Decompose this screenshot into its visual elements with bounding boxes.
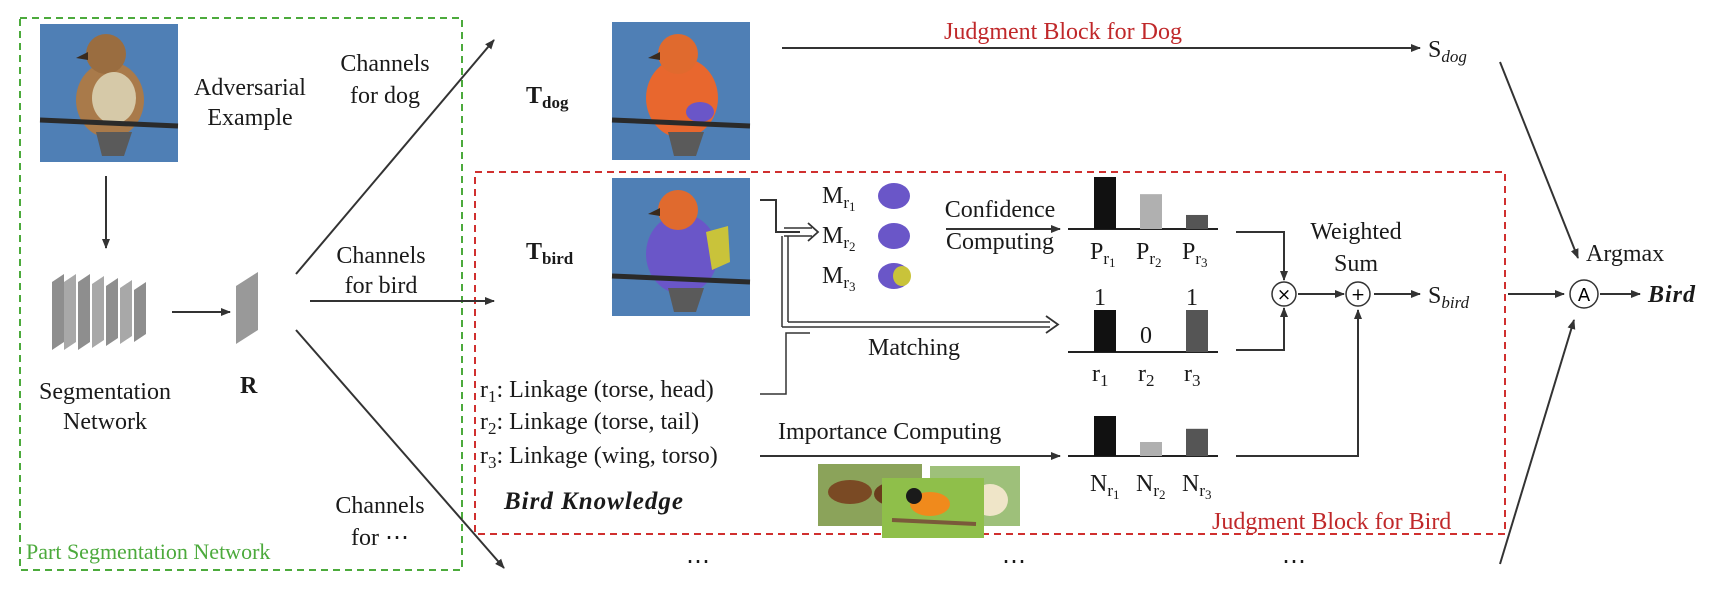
segmentation-network-line1: Segmentation <box>39 379 171 405</box>
plus-symbol: + <box>1351 285 1365 305</box>
r-label: R <box>240 373 258 399</box>
bird-dog-channels-image <box>611 22 751 160</box>
weighted-line2: Sum <box>1333 251 1378 277</box>
bar-charts <box>1094 177 1208 456</box>
rule-r1: r1: Linkage (torse, head) <box>480 377 714 406</box>
arrow-sdog-to-argmax <box>1499 61 1579 259</box>
p-r2-label: Pr2 <box>1136 239 1162 270</box>
confidence-line1: Confidence <box>944 197 1056 223</box>
confidence-bar-3 <box>1186 214 1208 229</box>
arrow-channels-other <box>295 329 505 569</box>
part-segmentation-box <box>19 17 463 571</box>
p-r1-label: Pr1 <box>1090 239 1116 270</box>
adversarial-label-line2: Example <box>207 105 293 131</box>
segmentation-network-icon <box>52 274 146 350</box>
importance-bar-3 <box>1186 428 1208 456</box>
judgment-bird-title: Judgment Block for Bird <box>1212 509 1452 535</box>
confidence-line2: Computing <box>945 229 1054 255</box>
arrow-matching-to-multiply <box>1236 307 1288 351</box>
ellipsis-2: ⋯ <box>1002 549 1026 575</box>
mask-r3-label: Mr3 <box>822 263 856 294</box>
n-r2-label: Nr2 <box>1136 471 1166 502</box>
channels-bird-line1: Channels <box>336 243 426 269</box>
s-bird-label: Sbird <box>1428 283 1470 312</box>
confidence-bar-2 <box>1140 194 1162 229</box>
s-dog-label: Sdog <box>1428 37 1467 66</box>
multiply-icon <box>1271 281 1297 307</box>
argmax-icon <box>1569 279 1599 309</box>
bird-knowledge-title: Bird Knowledge <box>504 488 684 515</box>
plus-icon <box>1345 281 1371 307</box>
bird-bird-channels-image <box>611 178 751 316</box>
rule-r3: r3: Linkage (wing, torso) <box>480 443 718 472</box>
mask-icon <box>878 183 911 289</box>
arrow-rules-to-matching <box>760 332 810 395</box>
arrow-bird-to-matching <box>781 236 1060 334</box>
rule-r2: r2: Linkage (torse, tail) <box>480 409 700 438</box>
adversarial-bird-image <box>39 24 179 162</box>
importance-bar-1 <box>1094 416 1116 456</box>
weighted-line1: Weighted <box>1310 219 1402 245</box>
channels-dog-line2: for dog <box>350 83 420 109</box>
ellipsis-3: ⋯ <box>1282 549 1306 575</box>
t-dog-label: Tdog <box>526 83 569 112</box>
argmax-symbol: A <box>1578 285 1591 306</box>
matching-bar-3 <box>1186 310 1208 352</box>
confidence-bar-1 <box>1094 177 1116 229</box>
animal-photos-image <box>818 464 1020 538</box>
arrow-bird-to-masks <box>760 199 820 242</box>
importance-bar-2 <box>1140 442 1162 456</box>
arrow-channels-dog <box>295 39 495 275</box>
arrow-other-to-argmax <box>1499 319 1576 565</box>
mask-r2-label: Mr2 <box>822 223 856 254</box>
n-r3-label: Nr3 <box>1182 471 1212 502</box>
result-label: Bird <box>1648 282 1697 308</box>
match-value-2: 0 <box>1140 323 1152 349</box>
matching-bar-1 <box>1094 310 1116 352</box>
segmentation-network-line2: Network <box>63 409 147 435</box>
channels-bird-line2: for bird <box>344 273 418 299</box>
multiply-symbol: × <box>1277 285 1291 305</box>
ellipsis-1: ⋯ <box>686 549 710 575</box>
r1-label: r1 <box>1092 361 1109 390</box>
channels-other-line1: Channels <box>335 493 425 519</box>
part-segmentation-title: Part Segmentation Network <box>26 539 271 564</box>
match-value-3: 1 <box>1186 285 1198 311</box>
matching-label: Matching <box>868 335 960 361</box>
r2-label: r2 <box>1138 361 1155 390</box>
match-value-1: 1 <box>1094 285 1106 311</box>
r3-label: r3 <box>1184 361 1201 390</box>
arrow-importance-to-plus <box>1236 309 1362 457</box>
p-r3-label: Pr3 <box>1182 239 1208 270</box>
adversarial-label-line1: Adversarial <box>194 75 306 101</box>
arrow-confidence-to-multiply <box>1236 231 1288 281</box>
n-r1-label: Nr1 <box>1090 471 1120 502</box>
mask-r1-label: Mr1 <box>822 183 856 214</box>
argmax-label: Argmax <box>1586 241 1665 267</box>
t-bird-label: Tbird <box>526 239 574 268</box>
channels-other-line2: for ⋯ <box>351 525 409 551</box>
importance-label: Importance Computing <box>778 419 1002 445</box>
representation-icon <box>236 272 258 344</box>
judgment-dog-title: Judgment Block for Dog <box>944 19 1182 45</box>
channels-dog-line1: Channels <box>340 51 430 77</box>
